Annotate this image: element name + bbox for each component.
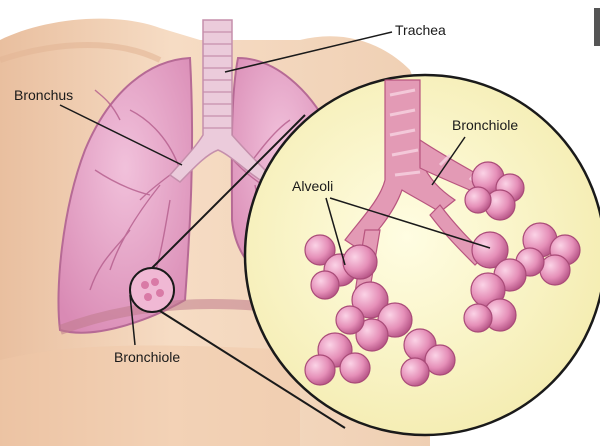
shoulder-shadow	[0, 42, 162, 63]
zoom-content	[304, 79, 581, 387]
trachea	[168, 19, 272, 183]
lower-body	[0, 345, 300, 446]
cluster-top-right	[464, 161, 525, 221]
label-alveoli: Alveoli	[292, 178, 334, 194]
trachea-leader	[224, 31, 393, 73]
leader-lines	[59, 31, 491, 346]
bronchus-leader	[59, 104, 183, 166]
bronchiole-zoom-leader	[431, 136, 466, 186]
zoom-connector-bottom	[159, 310, 346, 429]
edge-bar	[594, 8, 600, 46]
cluster-center	[335, 281, 413, 352]
zoom-connector-top	[151, 114, 306, 269]
cluster-left	[304, 234, 378, 300]
alveoli-clusters	[304, 161, 581, 387]
cluster-bottom	[304, 328, 456, 387]
bronchiole-lung-leader	[129, 294, 136, 346]
label-bronchus: Bronchus	[14, 87, 74, 103]
label-bronchiole-lung: Bronchiole	[114, 349, 181, 365]
label-bronchiole-zoom: Bronchiole	[452, 117, 519, 133]
cluster-right	[515, 222, 581, 286]
small-alveoli-cluster	[141, 278, 164, 301]
label-trachea: Trachea	[395, 22, 446, 38]
magnified-region	[129, 267, 175, 313]
alveoli-leader-1	[325, 197, 346, 266]
alveoli-leader-2	[329, 197, 491, 249]
cluster-center-right	[463, 231, 527, 333]
